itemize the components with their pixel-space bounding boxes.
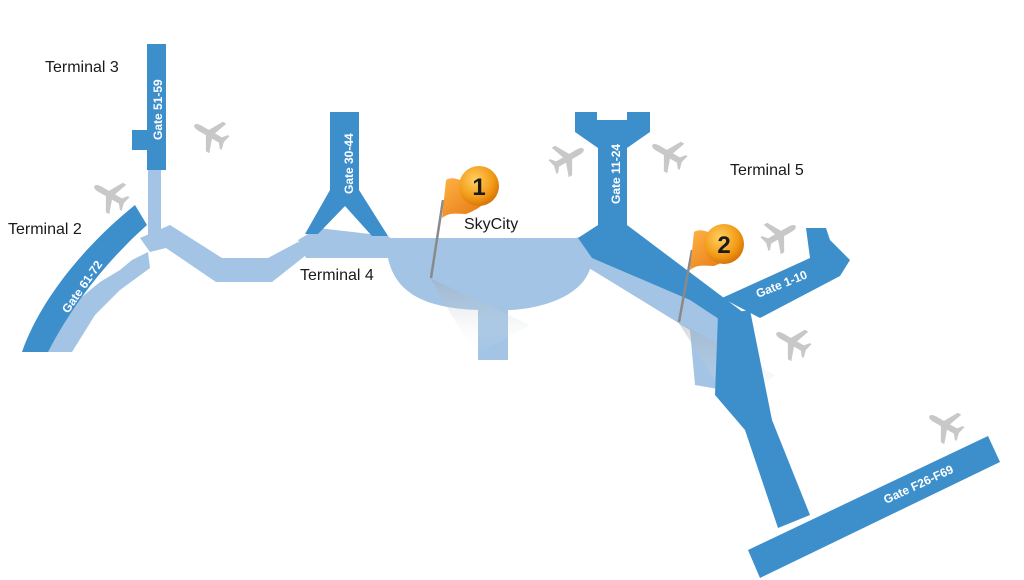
pier-gate-11-24	[575, 112, 650, 230]
pier-gate-30-44	[305, 112, 388, 236]
pier-gate-51-59	[132, 44, 166, 170]
pin-1-needle	[429, 199, 445, 279]
airplane-icon	[755, 211, 805, 259]
terminal-piers	[22, 44, 1000, 578]
pier-gate-1-10	[722, 228, 850, 318]
pin-1-number: 1	[472, 174, 485, 201]
airplane-icon	[543, 134, 593, 182]
pin-1-label: SkyCity	[464, 216, 518, 233]
airplane-icon	[185, 110, 235, 158]
terminal-4-label: Terminal 4	[300, 267, 374, 284]
gate-30-44-label: Gate 30-44	[342, 133, 356, 194]
terminal-labels: Terminal 2 Terminal 3 Terminal 4 Termina…	[8, 59, 804, 284]
pin-2-number: 2	[717, 232, 730, 259]
terminal-5-label: Terminal 5	[730, 162, 804, 179]
pier-gate-f26-f69	[748, 436, 1000, 578]
concourse-walkways	[28, 165, 735, 392]
gate-11-24-label: Gate 11-24	[609, 144, 623, 204]
pier-gate-61-72	[22, 205, 147, 352]
terminal-2-label: Terminal 2	[8, 221, 82, 238]
pin-2-badge	[704, 224, 744, 264]
pin-2[interactable]: 2	[677, 224, 744, 323]
airplane-icon	[85, 171, 135, 219]
pier-south	[715, 310, 810, 528]
pin-1[interactable]: 1 SkyCity	[429, 166, 518, 279]
airplane-icon	[920, 401, 970, 449]
airplane-icon	[643, 130, 693, 178]
airplane-icon	[767, 318, 817, 366]
terminal-5-main	[578, 225, 750, 345]
pin-1-badge	[459, 166, 499, 206]
pin-2-needle	[677, 249, 694, 323]
terminal-3-label: Terminal 3	[45, 59, 119, 76]
gate-51-59-label: Gate 51-59	[151, 79, 165, 140]
